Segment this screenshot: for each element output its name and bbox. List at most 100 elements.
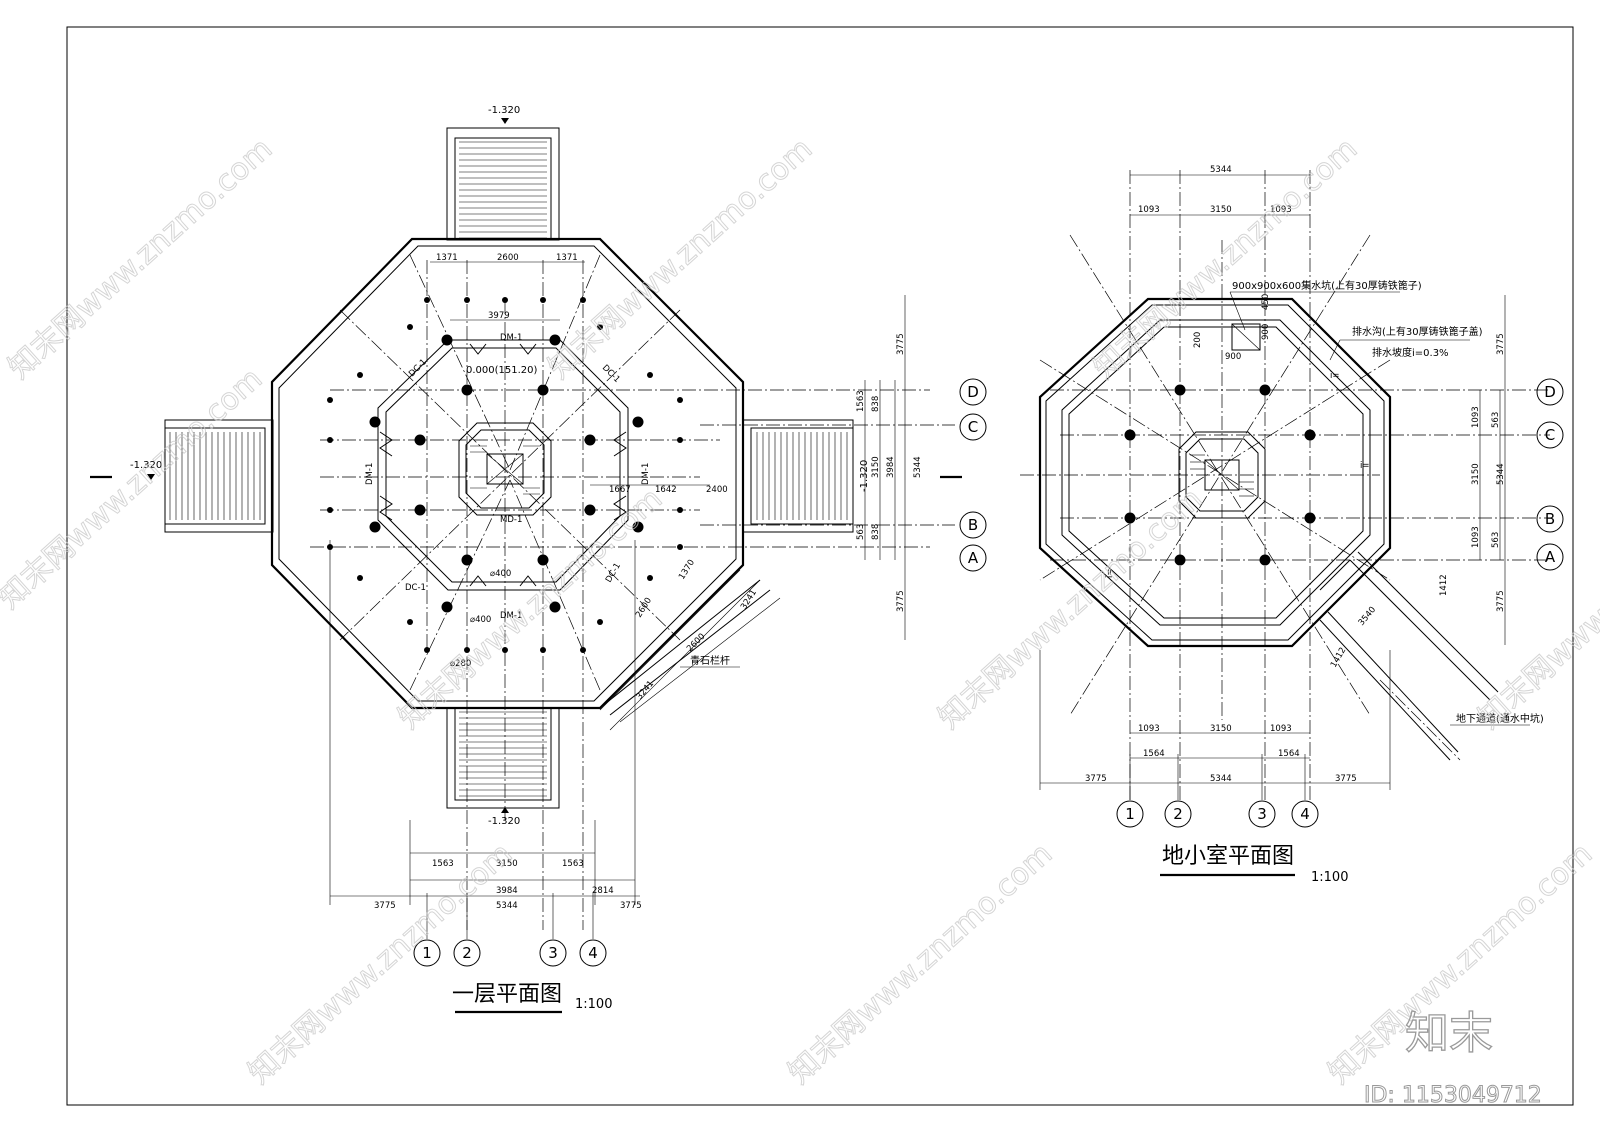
label-dm1-left: DM-1	[365, 463, 375, 485]
b-dim-right-3150: 3150	[1471, 463, 1481, 485]
grid-axis-bubble	[1164, 800, 1192, 828]
dim-top-2600: 2600	[497, 253, 519, 263]
first-floor-inner-ring	[377, 339, 629, 591]
row-axis-label: D	[967, 383, 979, 401]
grid-axis-bubble	[579, 939, 607, 967]
dim-right-838b: 838	[871, 524, 881, 540]
row-axis-bubble	[959, 544, 987, 572]
basement-core	[1178, 431, 1266, 519]
stair-west	[164, 419, 274, 533]
b-dim-bot-1093a: 1093	[1138, 724, 1160, 734]
b-dim-right-5344: 5344	[1496, 463, 1506, 485]
dim-inner-1667: 1667	[609, 485, 631, 495]
basement-column	[1304, 512, 1316, 524]
dim-diag-2600b: 2600	[685, 632, 707, 654]
dim-bot-3150: 3150	[496, 859, 518, 869]
label-dc1-tl: DC-1	[407, 357, 429, 379]
column-small	[424, 297, 430, 303]
column-small	[357, 575, 363, 581]
grid-axis-bubble	[539, 939, 567, 967]
grid-axis-bubble	[1116, 800, 1144, 828]
column-small	[647, 575, 653, 581]
b-dim-200: 200	[1193, 332, 1203, 348]
dim-top-3979: 3979	[488, 311, 510, 321]
dim-diag-2600a: 2600	[634, 596, 654, 620]
b-dim-right-1093b: 1093	[1471, 526, 1481, 548]
row-axis-bubble	[1536, 505, 1564, 533]
note-drain-channel: 排水沟(上有30厚铸铁篦子盖)	[1352, 325, 1483, 338]
b-dim-bot-1564a: 1564	[1143, 749, 1165, 759]
grid-axis-label: 2	[1173, 805, 1183, 823]
first-floor-centerlines	[310, 254, 955, 930]
label-dc1-tr: DC-1	[600, 363, 622, 385]
column-large	[632, 416, 644, 428]
basement-column	[1124, 512, 1136, 524]
column-small	[327, 437, 333, 443]
row-axis-bubble	[1536, 421, 1564, 449]
basement-columns	[1124, 384, 1316, 566]
b-dim-bot-1093b: 1093	[1270, 724, 1292, 734]
column-large	[369, 416, 381, 428]
grid-axis-label: 4	[1300, 805, 1310, 823]
stair-south	[446, 707, 560, 809]
floor-level: 0.000(151.20)	[466, 365, 538, 376]
note-sump-pit: 900x900x600集水坑(上有30厚铸铁篦子)	[1232, 279, 1422, 292]
label-dm1-top: DM-1	[500, 333, 522, 343]
brand-logo-text: 知末	[1405, 1008, 1493, 1059]
dim-inner-2400: 2400	[706, 485, 728, 495]
row-axis-label: A	[1545, 548, 1556, 566]
basement-column	[1174, 554, 1186, 566]
basement-texts: 5344 1093 3150 1093 200 900 900 450 3775…	[1085, 165, 1544, 784]
watermark-7: 知末网www.znzmo.com	[1472, 481, 1600, 736]
grid-axis-label: 2	[462, 944, 472, 962]
b-dim-right-563b: 563	[1491, 532, 1501, 548]
b-dim-bot-3775b: 3775	[1335, 774, 1357, 784]
label-stone-railing: 青石栏杆	[690, 654, 730, 667]
elevation-north: -1.320	[488, 105, 520, 116]
row-axis-bubble	[959, 413, 987, 441]
basement-inner-wall	[1061, 319, 1371, 626]
grid-axis-bubble	[1291, 800, 1319, 828]
b-dim-top-3150: 3150	[1210, 205, 1232, 215]
grid-axis-label: 3	[548, 944, 558, 962]
basement-dimensions	[1039, 174, 1506, 790]
b-dim-right-1093a: 1093	[1471, 406, 1481, 428]
column-small	[464, 647, 470, 653]
watermark-4: 知末网www.znzmo.com	[0, 361, 269, 616]
basement-column	[1124, 429, 1136, 441]
central-core-inner	[465, 429, 545, 509]
basement-column	[1259, 384, 1271, 396]
b-dim-900b: 900	[1261, 324, 1271, 340]
dim-top-1371a: 1371	[436, 253, 458, 263]
column-large	[414, 504, 426, 516]
elevation-south: -1.320	[488, 816, 520, 827]
b-dim-diag-1412b: 1412	[1329, 646, 1348, 670]
row-axis-bubble	[1536, 378, 1564, 406]
grid-axis-bubble	[453, 939, 481, 967]
label-dm1-right: DM-1	[641, 463, 651, 485]
column-small	[502, 297, 508, 303]
label-dm1-bottom: DM-1	[500, 611, 522, 621]
column-small	[580, 647, 586, 653]
b-dim-450: 450	[1261, 294, 1271, 310]
first-floor-scale: 1:100	[575, 997, 612, 1012]
basement-column	[1304, 429, 1316, 441]
column-large	[461, 554, 473, 566]
row-axis-bubble	[1536, 543, 1564, 571]
dim-right-563: 563	[856, 524, 866, 540]
grid-axis-label: 3	[1257, 805, 1267, 823]
basement-outer-wall	[1038, 297, 1392, 648]
row-axis-bubble	[959, 511, 987, 539]
dim-bot-3775a: 3775	[374, 901, 396, 911]
label-dia400a: ⌀400	[490, 569, 511, 579]
b-dim-bot-1564b: 1564	[1278, 749, 1300, 759]
basement-core-inner	[1185, 438, 1259, 512]
column-large	[441, 601, 453, 613]
column-large	[549, 334, 561, 346]
column-small	[424, 647, 430, 653]
dim-bot-1563b: 1563	[562, 859, 584, 869]
grid-axis-label: 1	[1125, 805, 1135, 823]
dim-bot-3984: 3984	[496, 886, 518, 896]
